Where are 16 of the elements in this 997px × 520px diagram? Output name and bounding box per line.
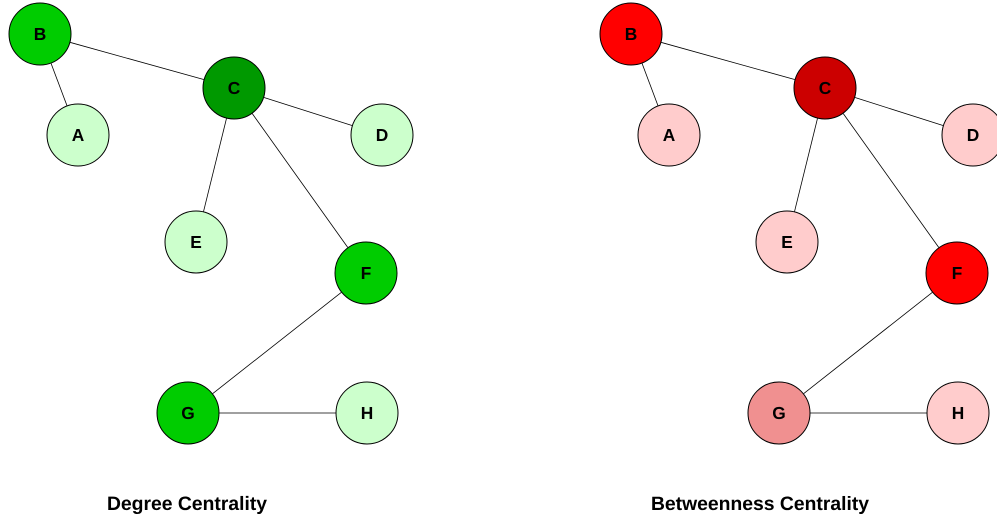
edge-line xyxy=(70,42,204,80)
edge-line xyxy=(660,42,796,80)
edge-line xyxy=(50,63,68,106)
edge-line xyxy=(264,97,352,126)
edge-line xyxy=(212,292,342,394)
edge-line xyxy=(854,97,944,126)
edge-line xyxy=(252,113,348,248)
edge-line xyxy=(219,412,336,414)
caption: Betweenness Centrality xyxy=(652,496,869,514)
edge-line xyxy=(810,412,927,414)
caption: Degree Centrality xyxy=(108,496,267,514)
edge-line xyxy=(803,292,933,394)
edge-line xyxy=(842,113,940,248)
edge-line xyxy=(203,118,227,212)
edge-line xyxy=(794,118,818,212)
edge-line xyxy=(642,63,658,106)
